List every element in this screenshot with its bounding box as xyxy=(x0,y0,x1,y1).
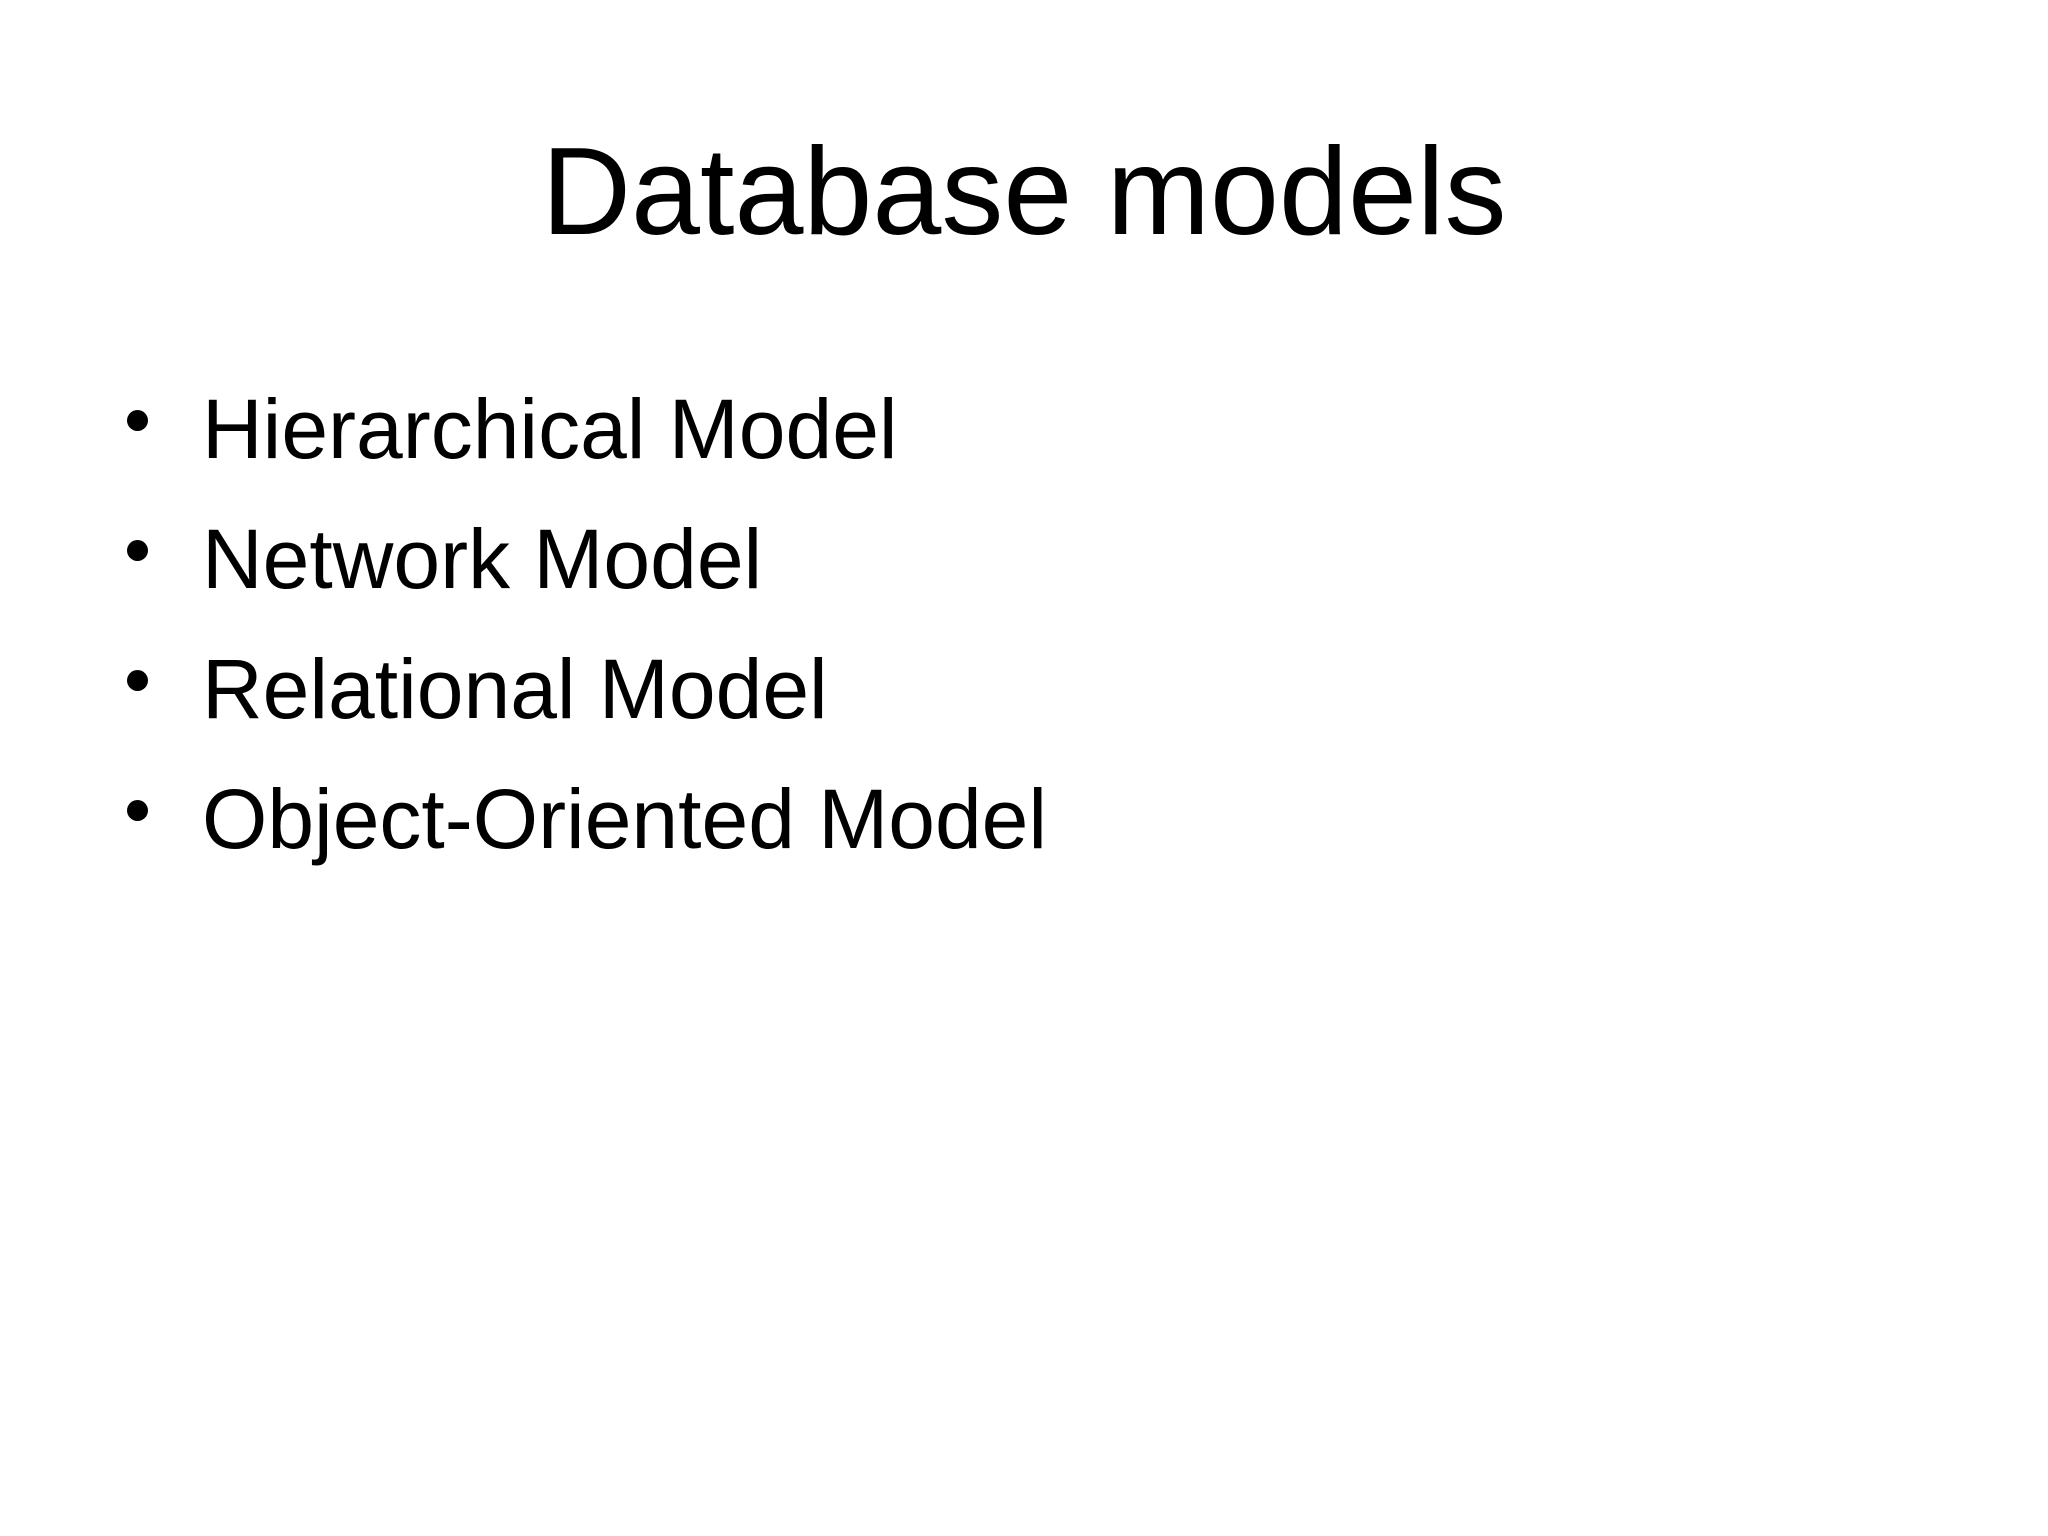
bullet-item: Network Model xyxy=(127,494,1047,624)
bullet-item: Hierarchical Model xyxy=(127,364,1047,494)
bullet-item: Object-Oriented Model xyxy=(127,754,1047,884)
bullet-dot xyxy=(127,409,148,431)
slide-title: Database models xyxy=(541,123,1507,261)
bullet-item: Relational Model xyxy=(127,624,1047,754)
bullet-dot xyxy=(127,799,148,821)
bullet-label: Object-Oriented Model xyxy=(202,772,1048,866)
bullet-label: Network Model xyxy=(202,512,763,606)
bullet-dot xyxy=(127,669,148,691)
bullet-label: Relational Model xyxy=(202,642,828,736)
bullet-label: Hierarchical Model xyxy=(202,382,898,476)
bullet-list: Hierarchical Model Network Model Relatio… xyxy=(127,364,1047,884)
bullet-dot xyxy=(127,539,148,561)
